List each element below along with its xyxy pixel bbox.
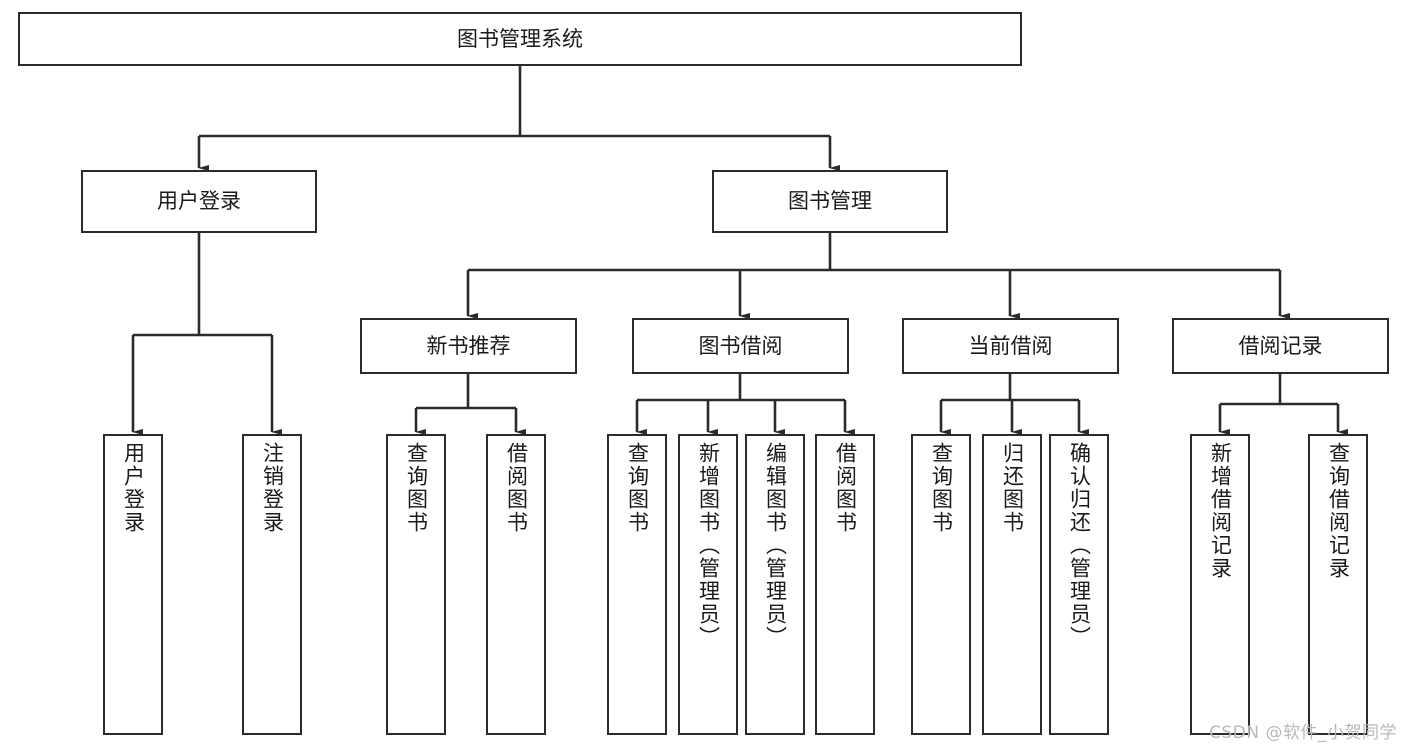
- node-leaf-query-borrow-record-label: 查询借阅记录: [1326, 442, 1351, 580]
- node-leaf-user-logout[interactable]: 注销登录: [242, 434, 302, 735]
- node-leaf-query-book-3[interactable]: 查询图书: [911, 434, 971, 735]
- node-leaf-query-book-2[interactable]: 查询图书: [607, 434, 667, 735]
- watermark: CSDN @软件_小贺同学: [1209, 723, 1397, 743]
- node-leaf-user-login-label: 用户登录: [121, 442, 146, 534]
- node-leaf-borrow-book-2-label: 借阅图书: [833, 442, 858, 534]
- node-leaf-add-book-admin-label: 新增图书（管理员）: [696, 442, 721, 649]
- node-user-login[interactable]: 用户登录: [81, 170, 317, 233]
- node-leaf-user-logout-label: 注销登录: [260, 442, 285, 534]
- node-leaf-add-book-admin[interactable]: 新增图书（管理员）: [678, 434, 738, 735]
- node-leaf-add-borrow-record-label: 新增借阅记录: [1208, 442, 1233, 580]
- node-leaf-return-book[interactable]: 归还图书: [982, 434, 1042, 735]
- node-leaf-confirm-return-admin-label: 确认归还（管理员）: [1067, 442, 1092, 649]
- node-new-book-recommendation[interactable]: 新书推荐: [360, 318, 577, 374]
- node-leaf-edit-book-admin[interactable]: 编辑图书（管理员）: [745, 434, 805, 735]
- node-leaf-query-book-3-label: 查询图书: [929, 442, 954, 534]
- edges-root: [131, 66, 1348, 435]
- node-leaf-edit-book-admin-label: 编辑图书（管理员）: [763, 442, 788, 649]
- node-current-borrow[interactable]: 当前借阅: [902, 318, 1119, 374]
- node-leaf-query-book-1-label: 查询图书: [404, 442, 429, 534]
- node-leaf-confirm-return-admin[interactable]: 确认归还（管理员）: [1049, 434, 1109, 735]
- node-new-book-recommendation-label: 新书推荐: [426, 333, 511, 358]
- node-leaf-borrow-book-1-label: 借阅图书: [504, 442, 529, 534]
- node-borrow-record-label: 借阅记录: [1238, 333, 1323, 358]
- node-leaf-query-book-1[interactable]: 查询图书: [386, 434, 446, 735]
- node-root[interactable]: 图书管理系统: [18, 12, 1022, 66]
- node-leaf-borrow-book-1[interactable]: 借阅图书: [486, 434, 546, 735]
- node-book-borrow-label: 图书借阅: [698, 333, 783, 358]
- node-current-borrow-label: 当前借阅: [968, 333, 1053, 358]
- node-leaf-add-borrow-record[interactable]: 新增借阅记录: [1190, 434, 1250, 735]
- node-leaf-user-login[interactable]: 用户登录: [103, 434, 163, 735]
- node-leaf-query-book-2-label: 查询图书: [625, 442, 650, 534]
- node-leaf-borrow-book-2[interactable]: 借阅图书: [815, 434, 875, 735]
- node-leaf-query-borrow-record[interactable]: 查询借阅记录: [1308, 434, 1368, 735]
- node-book-manage-label: 图书管理: [788, 189, 872, 214]
- node-root-label: 图书管理系统: [457, 26, 583, 51]
- node-borrow-record[interactable]: 借阅记录: [1172, 318, 1389, 374]
- node-user-login-label: 用户登录: [157, 189, 241, 214]
- node-book-manage[interactable]: 图书管理: [712, 170, 948, 233]
- node-book-borrow[interactable]: 图书借阅: [632, 318, 849, 374]
- node-leaf-return-book-label: 归还图书: [1000, 442, 1025, 534]
